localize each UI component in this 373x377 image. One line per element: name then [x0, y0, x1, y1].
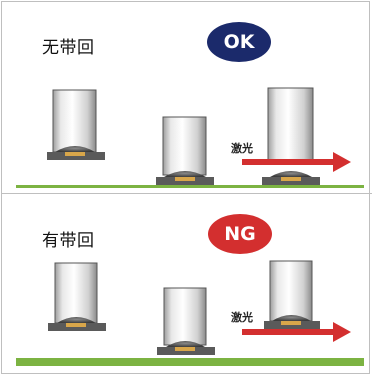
laser-arrow-icon: [242, 152, 351, 172]
component-icon: [157, 341, 215, 355]
base-plate: [16, 185, 364, 188]
component-icon: [47, 146, 105, 160]
nozzle-icon: [54, 262, 98, 324]
laser-arrow-icon: [242, 322, 351, 342]
ng-illustration: [16, 260, 364, 366]
laser-label: 激光: [231, 311, 253, 324]
nozzle-icon: [269, 260, 313, 322]
diagram-frame: [1, 1, 370, 374]
nozzle-icon: [163, 287, 207, 346]
component-icon: [262, 171, 320, 185]
panel-divider: [1, 193, 372, 194]
component-icon: [48, 317, 106, 331]
ng-badge: NG: [208, 214, 272, 254]
nozzle-icon: [52, 89, 97, 153]
ok-illustration: [16, 87, 364, 188]
panel-ng: 有带回 NG: [0, 188, 373, 376]
ok-badge: OK: [207, 22, 271, 62]
nozzle-icon: [162, 116, 207, 176]
nozzle-icon: [267, 87, 314, 161]
component-icon: [156, 171, 214, 185]
panel-title: 无带回: [42, 38, 95, 58]
base-plate: [16, 358, 364, 366]
component-icon: [264, 315, 320, 329]
laser-label: 激光: [231, 142, 253, 155]
panel-ok: 无带回 OK: [0, 0, 373, 188]
panel-title: 有带回: [42, 231, 95, 251]
